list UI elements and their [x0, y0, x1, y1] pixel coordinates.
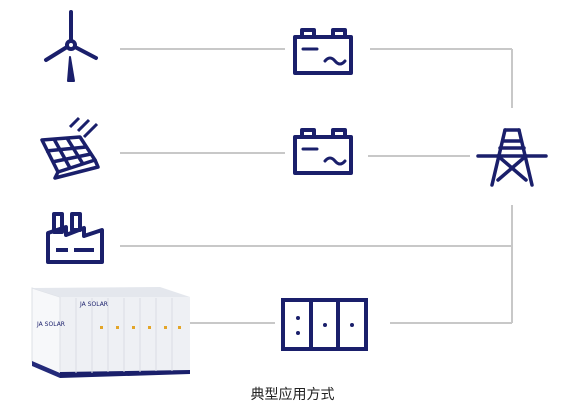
factory-icon	[46, 212, 104, 264]
battery-inverter-icon	[293, 28, 353, 75]
wind-turbine-icon	[44, 10, 98, 82]
battery-container-image: JA SOLAR JA SOLAR	[31, 287, 190, 378]
connector-lines	[120, 48, 513, 324]
container-brand-logo: JA SOLAR	[79, 301, 108, 308]
cabinet-icon	[281, 298, 368, 351]
solar-panel-icon	[40, 116, 100, 180]
power-tower-icon	[476, 128, 548, 187]
battery-inverter-icon-2	[293, 128, 353, 175]
diagram-caption: 典型应用方式	[250, 387, 335, 403]
container-brand-logo-side: JA SOLAR	[36, 321, 65, 328]
